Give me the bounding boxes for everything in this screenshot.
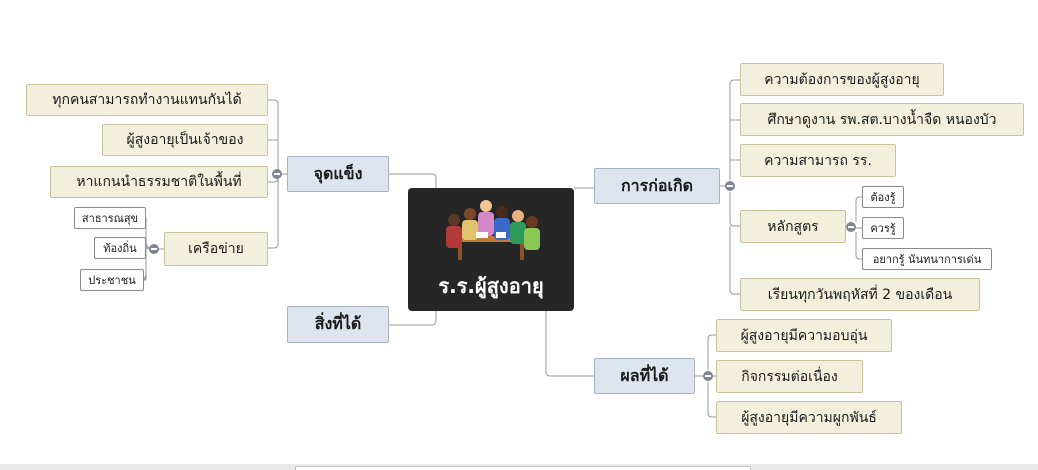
network-item-1-label: สาธารณสุข (81, 212, 139, 225)
topic-results[interactable]: ผลที่ได้ (594, 358, 695, 394)
origin-curriculum-label: หลักสูตร (767, 218, 819, 235)
topic-gains-label: สิ่งที่ได้ (314, 314, 362, 333)
results-item-2-label: กิจกรรมต่อเนื่อง (741, 368, 838, 385)
results-item-1[interactable]: ผู้สูงอายุมีความอบอุ่น (716, 319, 892, 352)
results-item-2[interactable]: กิจกรรมต่อเนื่อง (716, 360, 863, 393)
collapse-curriculum-icon[interactable] (846, 222, 856, 232)
strengths-network-label: เครือข่าย (188, 241, 244, 257)
topic-gains[interactable]: สิ่งที่ได้ (287, 306, 389, 343)
origin-item-2-label: ศึกษาดูงาน รพ.สต.บางน้ำจืด หนองบัว (767, 111, 997, 128)
origin-item-1[interactable]: ความต้องการของผู้สูงอายุ (740, 63, 944, 96)
results-item-3[interactable]: ผู้สูงอายุมีความผูกพันธ์ (716, 401, 902, 434)
network-item-3[interactable]: ประชาชน (80, 269, 144, 291)
topic-strengths[interactable]: จุดแข็ง (287, 156, 389, 192)
collapse-origin-icon[interactable] (725, 181, 735, 191)
curriculum-item-3-label: อยากรู้ นันทนาการเด่น (872, 253, 982, 266)
curriculum-item-2-label: ควรรู้ (870, 222, 896, 235)
network-item-2[interactable]: ท้องถิ่น (94, 237, 146, 259)
link-central-results (545, 311, 594, 377)
network-item-2-label: ท้องถิ่น (103, 242, 137, 255)
link-results-items (695, 334, 716, 418)
strengths-item-1-label: ทุกคนสามารถทำงานแทนกันได้ (52, 92, 242, 108)
bottom-input-edge[interactable] (295, 466, 751, 470)
curriculum-item-3[interactable]: อยากรู้ นันทนาการเด่น (862, 248, 992, 270)
strengths-item-3-label: หาแกนนำธรรมชาติในพื้นที่ (76, 174, 242, 190)
strengths-item-3[interactable]: หาแกนนำธรรมชาติในพื้นที่ (50, 166, 268, 198)
origin-schedule[interactable]: เรียนทุกวันพฤหัสที่ 2 ของเดือน (740, 278, 980, 311)
origin-item-1-label: ความต้องการของผู้สูงอายุ (764, 71, 920, 88)
collapse-results-icon[interactable] (703, 371, 713, 381)
link-strengths-items (268, 99, 287, 249)
results-item-3-label: ผู้สูงอายุมีความผูกพันธ์ (741, 409, 877, 426)
origin-schedule-label: เรียนทุกวันพฤหัสที่ 2 ของเดือน (767, 286, 953, 303)
topic-strengths-label: จุดแข็ง (313, 163, 363, 183)
topic-origin[interactable]: การก่อเกิด (594, 168, 720, 204)
link-origin-items (720, 79, 740, 295)
seniors-group-illustration-icon (446, 199, 540, 260)
curriculum-item-2[interactable]: ควรรู้ (862, 217, 904, 239)
results-item-1-label: ผู้สูงอายุมีความอบอุ่น (740, 327, 868, 344)
origin-item-3-label: ความสามารถ รร. (764, 152, 872, 169)
strengths-item-2-label: ผู้สูงอายุเป็นเจ้าของ (126, 132, 244, 148)
strengths-network[interactable]: เครือข่าย (164, 232, 268, 266)
network-item-3-label: ประชาชน (88, 274, 136, 287)
origin-item-3[interactable]: ความสามารถ รร. (740, 144, 896, 177)
collapse-strengths-icon[interactable] (272, 169, 282, 179)
central-topic[interactable]: ร.ร.ผู้สูงอายุ (408, 188, 574, 311)
central-topic-title: ร.ร.ผู้สูงอายุ (438, 273, 544, 298)
curriculum-item-1[interactable]: ต้องรู้ (862, 186, 904, 208)
topic-results-label: ผลที่ได้ (620, 365, 669, 385)
origin-curriculum[interactable]: หลักสูตร (740, 210, 846, 243)
network-item-1[interactable]: สาธารณสุข (74, 207, 146, 229)
topic-origin-label: การก่อเกิด (620, 175, 694, 195)
strengths-item-2[interactable]: ผู้สูงอายุเป็นเจ้าของ (102, 124, 268, 156)
collapse-network-icon[interactable] (149, 244, 159, 254)
origin-item-2[interactable]: ศึกษาดูงาน รพ.สต.บางน้ำจืด หนองบัว (740, 103, 1024, 136)
strengths-item-1[interactable]: ทุกคนสามารถทำงานแทนกันได้ (26, 84, 268, 116)
curriculum-item-1-label: ต้องรู้ (870, 191, 896, 204)
